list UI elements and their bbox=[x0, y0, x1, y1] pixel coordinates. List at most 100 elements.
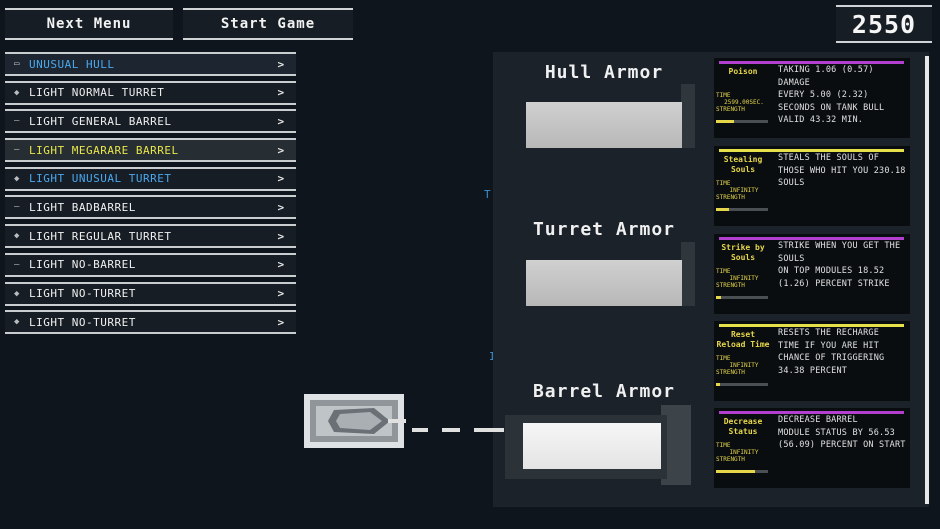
perk-description: DECREASE BARREL MODULE STATUS BY 56.53 (… bbox=[778, 415, 906, 451]
barrel-icon: — bbox=[14, 145, 20, 156]
perk-time-value: 2599.00SEC. bbox=[724, 99, 764, 106]
barrel-icon: — bbox=[14, 116, 20, 127]
perk-time-label: TIME bbox=[716, 442, 731, 449]
chevron-right-icon[interactable]: > bbox=[277, 200, 285, 214]
chevron-right-icon[interactable]: > bbox=[277, 114, 285, 128]
turret-icon: ◆ bbox=[14, 173, 20, 184]
perk-time-value: INFINITY bbox=[729, 275, 759, 282]
perk-description: STRIKE WHEN YOU GET THE SOULS ON TOP MOD… bbox=[778, 241, 901, 289]
perk-stripe bbox=[719, 324, 904, 327]
module-item[interactable]: ◆ LIGHT NO-TURRET > bbox=[5, 281, 296, 306]
module-item[interactable]: — LIGHT GENERAL BARREL > bbox=[5, 109, 296, 134]
perk-name: Decrease Status bbox=[723, 417, 763, 436]
module-item[interactable]: ▭ UNUSUAL HULL > bbox=[5, 52, 296, 76]
perk-stripe bbox=[719, 411, 904, 414]
start-game-button[interactable]: Start Game bbox=[183, 8, 353, 40]
module-item[interactable]: ◆ LIGHT REGULAR TURRET > bbox=[5, 224, 296, 249]
hull-armor-slot[interactable] bbox=[526, 102, 682, 148]
perk-strength-label: STRENGTH bbox=[716, 106, 745, 113]
perk-description: RESETS THE RECHARGE TIME IF YOU ARE HIT … bbox=[778, 328, 885, 376]
module-item-label: LIGHT BADBARREL bbox=[29, 200, 136, 214]
barrel-icon: — bbox=[14, 259, 20, 270]
perk-strength-bar bbox=[716, 296, 768, 299]
perk-time-label: TIME bbox=[716, 92, 731, 99]
chevron-right-icon[interactable]: > bbox=[277, 258, 285, 272]
score-display: 2550 bbox=[836, 5, 932, 43]
perk-stripe bbox=[719, 237, 904, 240]
turret-icon: ◆ bbox=[14, 288, 20, 299]
next-menu-button[interactable]: Next Menu bbox=[5, 8, 173, 40]
turret-icon: ◆ bbox=[14, 87, 20, 98]
barrel-armor-title: Barrel Armor bbox=[532, 381, 676, 402]
perk-time-label: TIME bbox=[716, 355, 731, 362]
module-item[interactable]: — LIGHT MEGARARE BARREL > bbox=[5, 138, 296, 163]
chevron-right-icon[interactable]: > bbox=[277, 143, 285, 157]
perk-stripe bbox=[719, 61, 904, 64]
module-item-label: LIGHT GENERAL BARREL bbox=[29, 114, 172, 128]
chevron-right-icon[interactable]: > bbox=[277, 57, 285, 71]
module-item-label: LIGHT UNUSUAL TURRET bbox=[29, 172, 172, 186]
stray-marker: I bbox=[489, 350, 496, 363]
perk-name: Reset Reload Time bbox=[716, 330, 770, 349]
barrel-link bbox=[474, 428, 504, 432]
perk-description: STEALS THE SOULS OF THOSE WHO HIT YOU 23… bbox=[778, 153, 906, 189]
barrel-link bbox=[412, 428, 428, 432]
perk-strength-bar bbox=[716, 383, 768, 386]
chevron-right-icon[interactable]: > bbox=[277, 86, 285, 100]
module-item-label: LIGHT NO-TURRET bbox=[29, 315, 136, 329]
module-item-label: LIGHT MEGARARE BARREL bbox=[29, 143, 179, 157]
perk-name: Strike by Souls bbox=[721, 243, 765, 262]
hull-armor-title: Hull Armor bbox=[544, 62, 664, 83]
perk-strength-bar bbox=[716, 120, 768, 123]
turret-armor-slot[interactable] bbox=[526, 260, 682, 306]
module-item[interactable]: — LIGHT BADBARREL > bbox=[5, 195, 296, 220]
module-item-label: LIGHT NORMAL TURRET bbox=[29, 86, 165, 100]
perk-name: Poison bbox=[728, 67, 758, 76]
perk-time-label: TIME bbox=[716, 268, 731, 275]
tank-preview bbox=[304, 394, 406, 448]
chevron-right-icon[interactable]: > bbox=[277, 315, 285, 329]
module-item-label: UNUSUAL HULL bbox=[29, 57, 115, 71]
perk-strength-label: STRENGTH bbox=[716, 282, 745, 289]
barrel-icon: — bbox=[14, 202, 20, 213]
module-item-label: LIGHT REGULAR TURRET bbox=[29, 229, 172, 243]
armor-panel: Hull Armor Turret Armor Barrel Armor Poi… bbox=[493, 52, 929, 507]
perk-stripe bbox=[719, 149, 904, 152]
module-item[interactable]: ◆ LIGHT NORMAL TURRET > bbox=[5, 80, 296, 105]
module-item[interactable]: ◆ LIGHT UNUSUAL TURRET > bbox=[5, 166, 296, 191]
chevron-right-icon[interactable]: > bbox=[277, 229, 285, 243]
chevron-right-icon[interactable]: > bbox=[277, 172, 285, 186]
hull-icon: ▭ bbox=[14, 59, 20, 69]
perk-strength-label: STRENGTH bbox=[716, 456, 745, 463]
perk-time-label: TIME bbox=[716, 180, 731, 187]
turret-armor-title: Turret Armor bbox=[532, 219, 676, 240]
perk-name: Stealing Souls bbox=[723, 155, 763, 174]
module-item-label: LIGHT NO-TURRET bbox=[29, 287, 136, 300]
scrollbar[interactable] bbox=[925, 56, 929, 504]
turret-icon: ◆ bbox=[14, 317, 20, 328]
turret-icon: ◆ bbox=[14, 231, 20, 242]
chevron-right-icon[interactable]: > bbox=[277, 287, 285, 300]
perk-strength-label: STRENGTH bbox=[716, 194, 745, 201]
perk-strength-label: STRENGTH bbox=[716, 369, 745, 376]
perk-description: TAKING 1.06 (0.57) DAMAGE EVERY 5.00 (2.… bbox=[778, 65, 885, 126]
perk-strength-bar bbox=[716, 470, 768, 473]
barrel-link bbox=[442, 428, 460, 432]
perk-strength-bar bbox=[716, 208, 768, 211]
barrel-armor-slot[interactable] bbox=[523, 423, 661, 469]
perk-time-value: INFINITY bbox=[729, 362, 759, 369]
module-item[interactable]: —LIGHT NO-BARREL> bbox=[5, 252, 296, 277]
module-item[interactable]: ◆ LIGHT NO-TURRET > bbox=[5, 310, 296, 335]
stray-marker: T bbox=[484, 188, 491, 201]
perk-time-value: INFINITY bbox=[729, 449, 759, 456]
